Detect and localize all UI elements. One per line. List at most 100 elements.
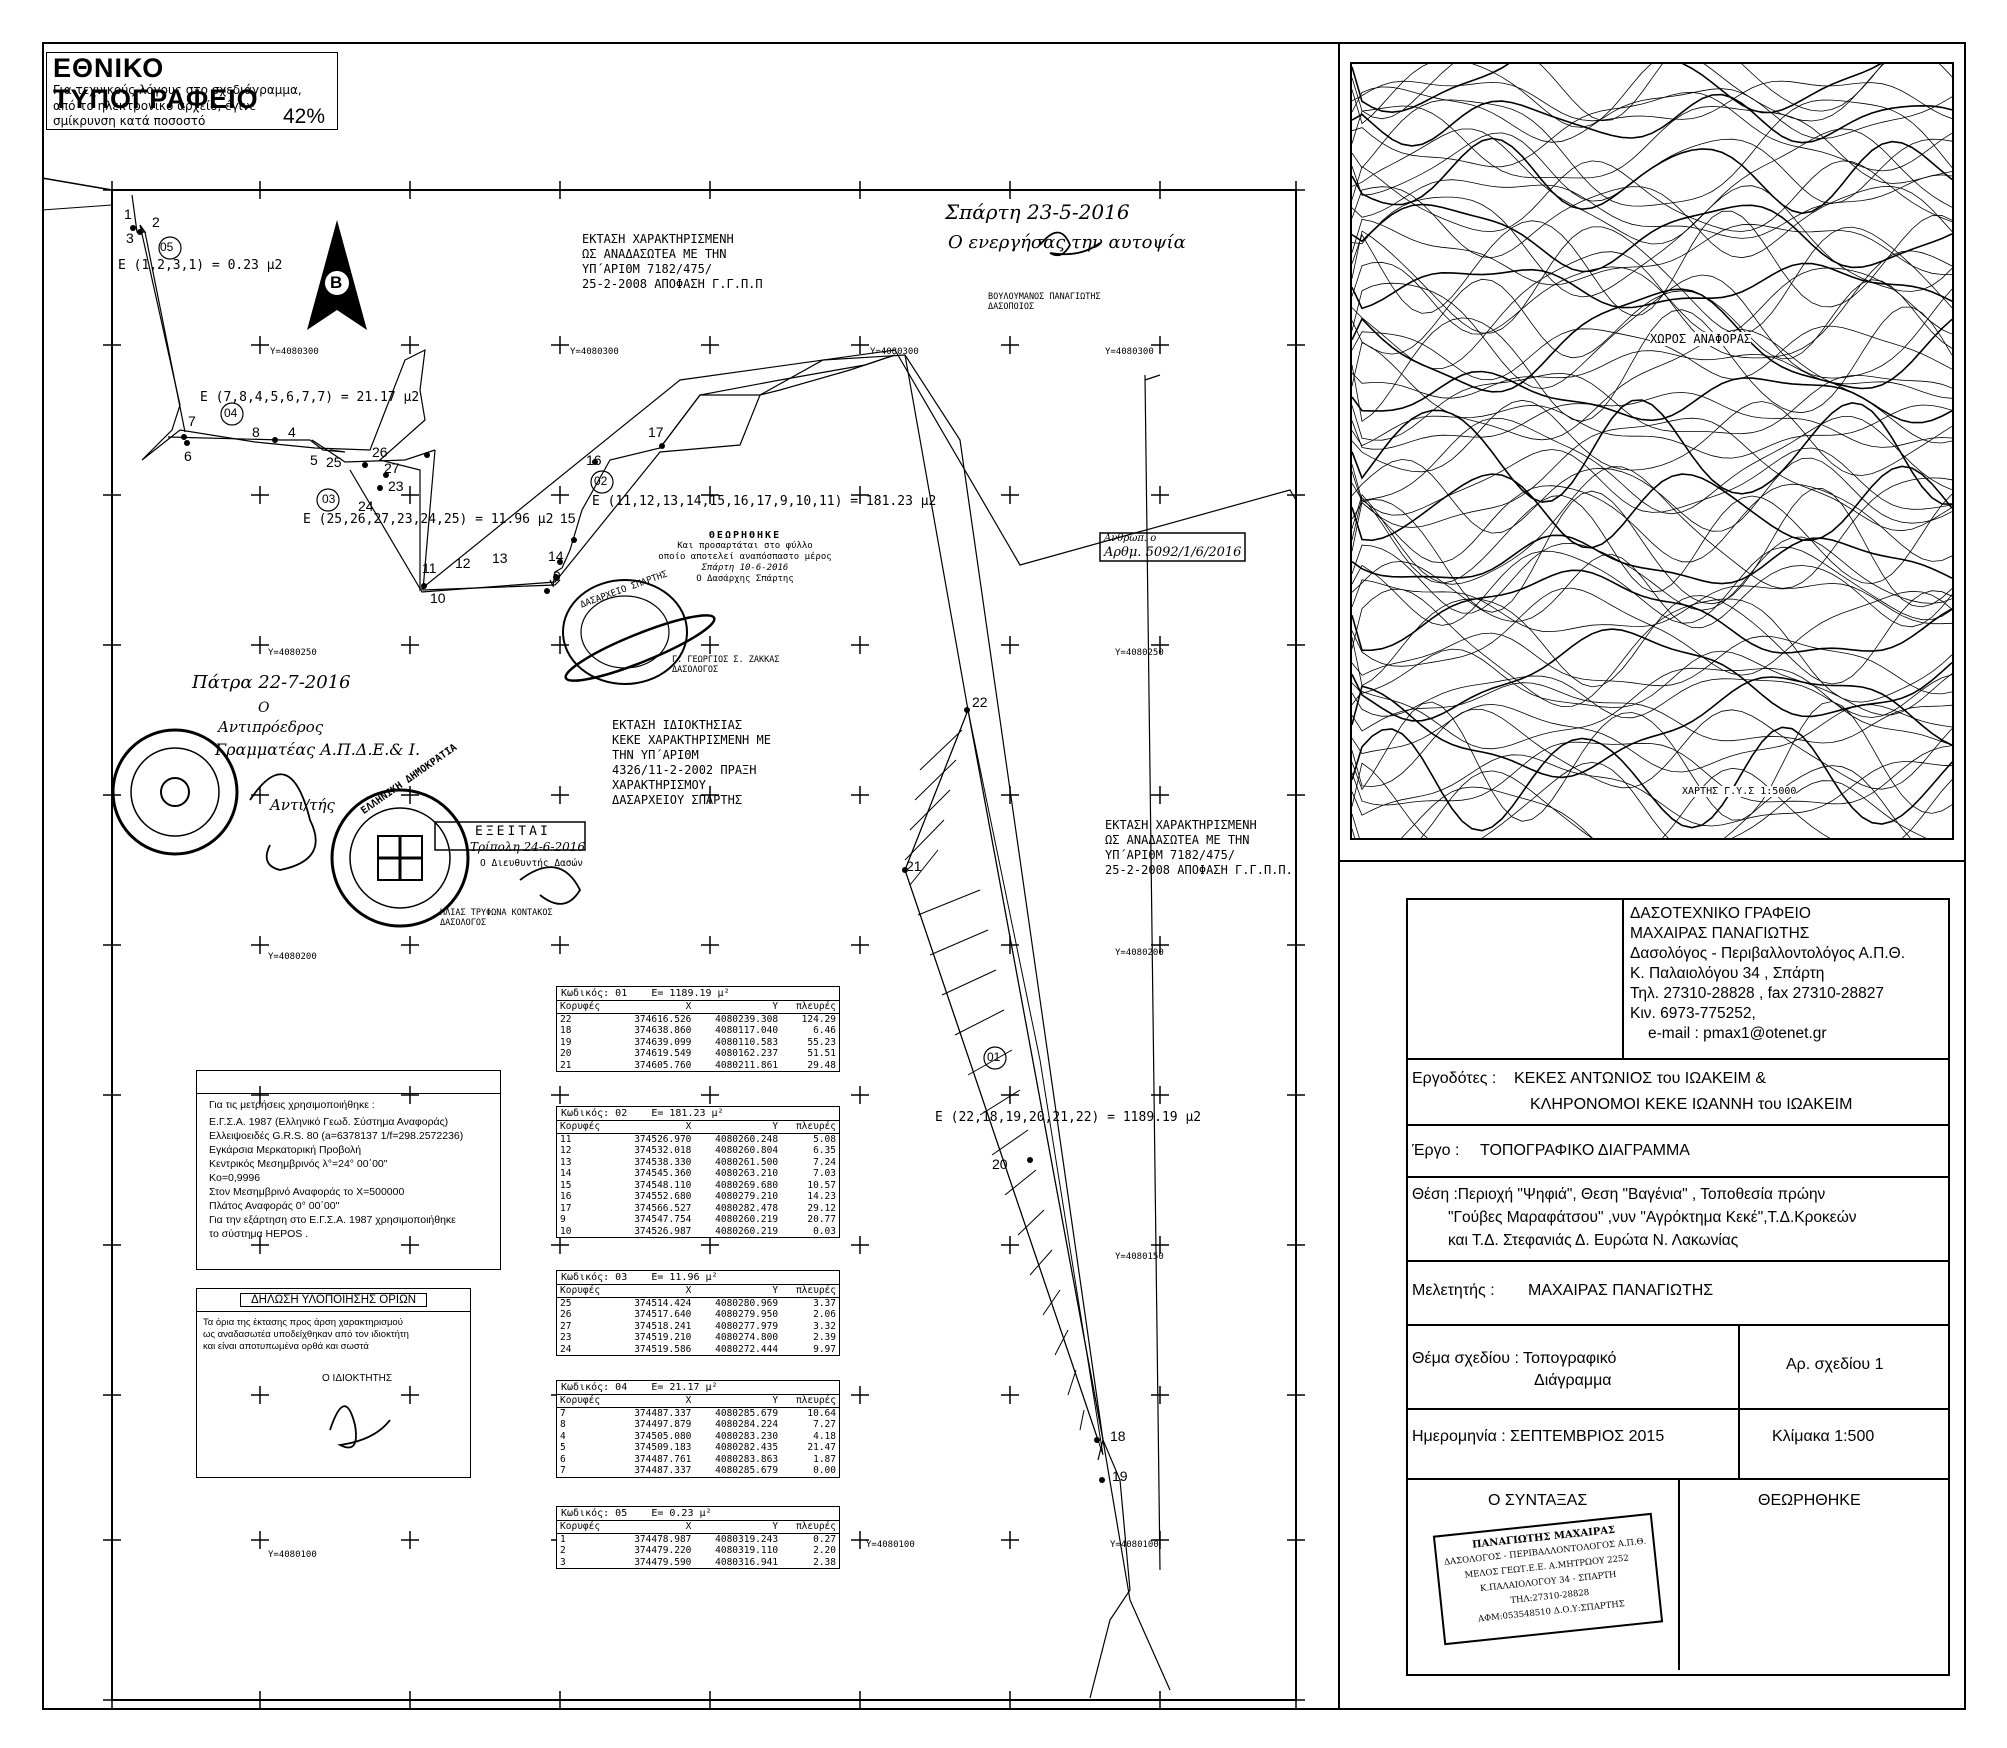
code-label-03: 03 bbox=[322, 492, 336, 506]
office-mobile: Κιν. 6973-775252, bbox=[1630, 1005, 1756, 1022]
contour-line bbox=[1352, 399, 1952, 505]
table-cell: 3 bbox=[560, 1556, 566, 1568]
contour-line bbox=[1352, 399, 1952, 476]
table-cell: 6.35 bbox=[813, 1145, 836, 1156]
contour-line bbox=[1352, 682, 1952, 744]
table-cell: 4080162.237 bbox=[715, 1048, 779, 1059]
map-label-sheet: ΧΑΡΤΗΣ Γ.Υ.Σ 1:5000 bbox=[1682, 786, 1797, 797]
area-note-top: ΕΚΤΑΣΗ ΧΑΡΑΚΤΗΡΙΣΜΕΝΗ ΩΣ ΑΝΑΔΑΣΩΤΕΑ ΜΕ Τ… bbox=[582, 232, 763, 292]
contour-line bbox=[1352, 210, 1952, 317]
table-cell: 4080260.804 bbox=[715, 1145, 779, 1156]
coord-table-area: E= 181.23 μ² bbox=[651, 1108, 724, 1119]
table-cell: 374638.860 bbox=[634, 1025, 692, 1036]
handwritten-date-sparti: Σπάρτη 23-5-2016 bbox=[945, 200, 1130, 224]
area-note-middle-line: ΧΑΡΑΚΤΗΡΙΣΜΟΥ bbox=[612, 778, 706, 792]
table-cell: 4080319.110 bbox=[715, 1545, 779, 1556]
contour-line bbox=[1352, 761, 1911, 838]
table-cell: 374479.220 bbox=[634, 1545, 692, 1556]
area-label-04: E (7,8,4,5,6,7,7) = 21.17 μ2 bbox=[200, 390, 420, 405]
contour-line bbox=[1352, 632, 1952, 695]
coord-table-header-cell: Κορυφές bbox=[557, 1121, 615, 1134]
map-inset-separator bbox=[1340, 860, 1966, 862]
vertex-label-16: 16 bbox=[586, 452, 602, 468]
signatures bbox=[249, 231, 1101, 1449]
printing-notice-percent: 42% bbox=[283, 105, 326, 128]
table-cell: 24 bbox=[560, 1343, 572, 1355]
contour-line bbox=[1352, 767, 1952, 838]
patras-seal bbox=[111, 728, 239, 856]
table-cell: 374517.640 bbox=[634, 1309, 692, 1320]
grid-label-y300-c: Y=4080300 bbox=[870, 347, 919, 357]
vertex-label-10: 10 bbox=[430, 590, 446, 606]
table-cell: 25 bbox=[560, 1297, 572, 1309]
coord-table-code: Κωδικός: 01 bbox=[561, 988, 628, 999]
table-cell: 0.03 bbox=[813, 1225, 836, 1237]
table-cell: 3.37 bbox=[813, 1297, 836, 1309]
table-cell: 2.38 bbox=[813, 1556, 836, 1568]
table-cell: 374514.424 bbox=[634, 1297, 692, 1309]
contour-line bbox=[1352, 128, 1952, 245]
vertex-markers bbox=[130, 225, 1105, 1483]
vertex-label-12: 12 bbox=[455, 555, 471, 571]
grid-label-y200-a: Y=4080200 bbox=[268, 952, 317, 962]
table-cell: 21.47 bbox=[807, 1442, 836, 1453]
table-cell: 4080261.500 bbox=[715, 1156, 779, 1168]
vertex-label-27: 27 bbox=[384, 460, 400, 476]
coord-table-area: E= 21.17 μ² bbox=[651, 1382, 718, 1393]
table-cell: 374519.210 bbox=[634, 1332, 692, 1343]
approved-label: ΘΕΩΡΗΘΗΚΕ bbox=[1758, 1492, 1861, 1509]
table-cell: 374505.080 bbox=[634, 1430, 692, 1442]
table-cell: 374497.879 bbox=[634, 1419, 692, 1430]
vertex-label-13: 13 bbox=[492, 550, 508, 566]
table-cell: 5.08 bbox=[813, 1133, 836, 1145]
declaration-line: και είναι αποτυπωμένα ορθά και σωστά bbox=[203, 1341, 369, 1352]
exeitai-stamp-role: Ο Διευθυντής Δασών bbox=[480, 858, 583, 869]
map-label-area: ΧΩΡΟΣ ΑΝΑΦΟΡΑΣ bbox=[1650, 332, 1752, 346]
table-cell: 55.23 bbox=[807, 1036, 836, 1048]
printing-notice-line2: από το ηλεκτρονικό αρχείο, έγινε bbox=[53, 99, 256, 113]
table-cell: 7.27 bbox=[813, 1419, 836, 1430]
table-cell: 0.27 bbox=[813, 1533, 836, 1545]
table-cell: 13 bbox=[560, 1156, 572, 1168]
table-cell: 4080274.800 bbox=[715, 1332, 779, 1343]
location-line1: Θέση :Περιοχή "Ψηφιά", Θεση "Βαγένια" , … bbox=[1412, 1186, 1826, 1203]
coord-table-header-cell: πλευρές bbox=[781, 1121, 839, 1134]
contour-line bbox=[1352, 185, 1952, 298]
contour-line bbox=[1352, 466, 1952, 589]
info-line: Εγκάρσια Μερκατορική Προβολή bbox=[209, 1144, 362, 1156]
office-email: e-mail : pmax1@otenet.gr bbox=[1648, 1025, 1827, 1042]
info-line: το σύστημα HEPOS . bbox=[209, 1228, 309, 1240]
contour-line bbox=[1352, 86, 1952, 143]
handwritten-patras-2: Ο bbox=[258, 700, 270, 716]
table-cell: 2.39 bbox=[813, 1332, 836, 1343]
contour-line bbox=[1352, 278, 1952, 360]
code-label-05: 05 bbox=[160, 240, 174, 254]
grid-label-y100-a: Y=4080100 bbox=[268, 1550, 317, 1560]
table-cell: 7.03 bbox=[813, 1168, 836, 1179]
north-arrow-icon bbox=[307, 220, 367, 330]
contour-line bbox=[1352, 587, 1952, 676]
table-cell: 4080279.950 bbox=[715, 1309, 779, 1320]
contour-line bbox=[1352, 546, 1952, 626]
signature-caption-ilias: ΗΛΙΑΣ ΤΡΥΦΩΝΑ ΚΟΝΤΑΚΟΣ ΔΑΣΟΛΟΓΟΣ bbox=[440, 908, 553, 928]
office-name: ΔΑΣΟΤΕΧΝΙΚΟ ΓΡΑΦΕΙΟ bbox=[1630, 905, 1811, 922]
title-block-employers: Εργοδότες : ΚΕΚΕΣ ΑΝΤΩΝΙΟΣ του ΙΩΑΚΕΙΜ &… bbox=[1408, 1060, 1948, 1126]
location-map-inset: ΧΩΡΟΣ ΑΝΑΦΟΡΑΣ ΧΑΡΤΗΣ Γ.Υ.Σ 1:5000 bbox=[1350, 62, 1954, 840]
employers-line1: ΚΕΚΕΣ ΑΝΤΩΝΙΟΣ του ΙΩΑΚΕΙΜ & bbox=[1514, 1070, 1767, 1087]
office-owner: ΜΑΧΑΙΡΑΣ ΠΑΝΑΓΙΩΤΗΣ bbox=[1630, 925, 1810, 942]
approval-seal-line: οποίο αποτελεί αναπόσπαστο μέρος bbox=[658, 552, 832, 562]
declaration-line: ως αναδασωτέα υποδείχθηκαν από τον ιδιοκ… bbox=[203, 1329, 409, 1340]
vertex-label-17: 17 bbox=[648, 424, 664, 440]
employers-line2: ΚΛΗΡΟΝΟΜΟΙ ΚΕΚΕ ΙΩΑΝΝΗ του ΙΩΑΚΕΙΜ bbox=[1530, 1096, 1853, 1113]
